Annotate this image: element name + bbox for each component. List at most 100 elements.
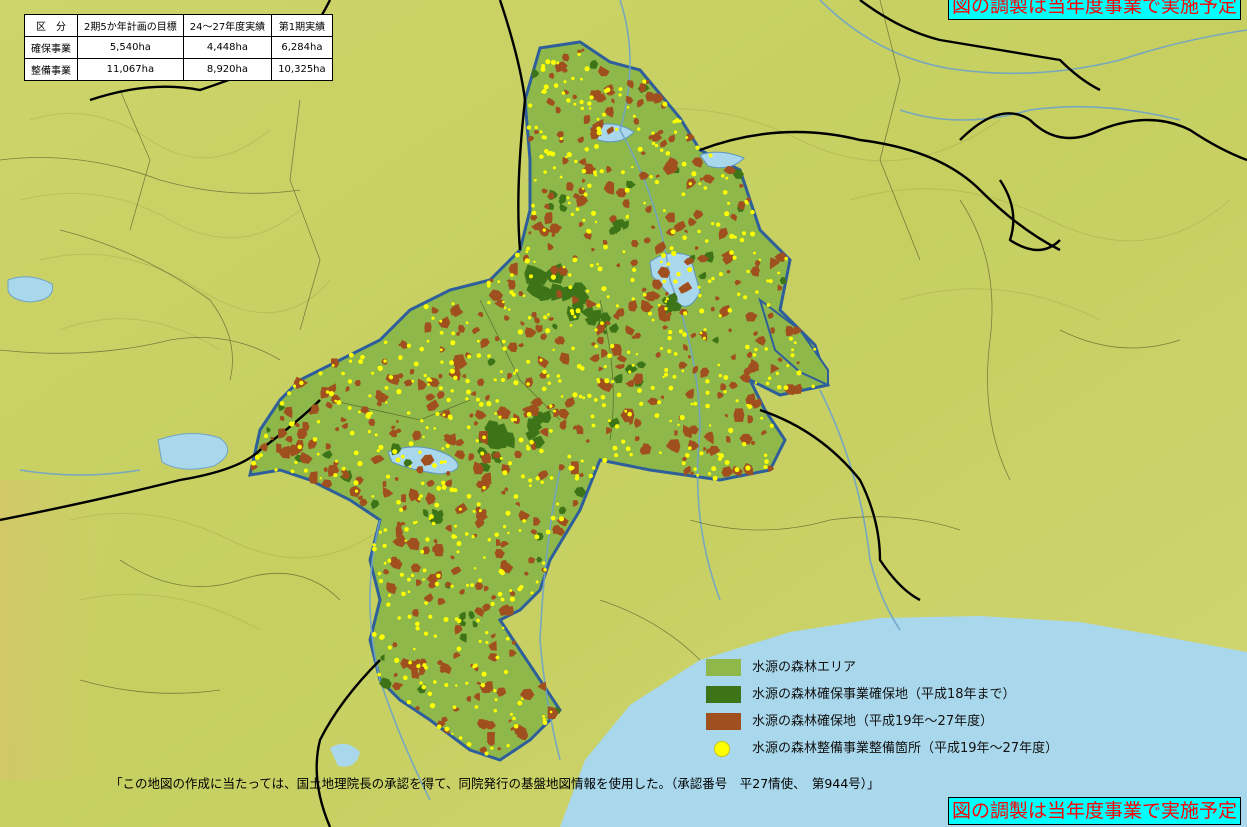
maintenance-site-dot bbox=[450, 340, 456, 346]
maintenance-site-dot bbox=[498, 415, 502, 419]
maintenance-site-dot bbox=[703, 336, 706, 340]
secured-patch-19-27 bbox=[721, 466, 734, 477]
maintenance-site-dot bbox=[712, 475, 718, 481]
maintenance-site-dot bbox=[348, 352, 354, 358]
maintenance-site-dot bbox=[480, 451, 485, 456]
maintenance-site-dot bbox=[703, 186, 708, 190]
maintenance-site-dot bbox=[582, 218, 586, 222]
maintenance-site-dot bbox=[685, 136, 689, 139]
secured-patch-19-27 bbox=[728, 381, 738, 389]
maintenance-site-dot bbox=[347, 406, 352, 410]
secured-patch-19-27 bbox=[657, 266, 671, 278]
maintenance-site-dot bbox=[398, 355, 403, 360]
maintenance-site-dot bbox=[754, 381, 758, 384]
maintenance-site-dot bbox=[480, 683, 486, 688]
secured-patch-pre19 bbox=[615, 219, 625, 227]
maintenance-site-dot bbox=[693, 467, 697, 471]
maintenance-site-dot bbox=[379, 635, 384, 640]
secured-patch-19-27 bbox=[700, 177, 703, 182]
secured-patch-19-27 bbox=[420, 454, 435, 466]
secured-patch-19-27 bbox=[441, 716, 448, 723]
maintenance-site-dot bbox=[495, 399, 500, 403]
maintenance-site-dot bbox=[476, 353, 482, 358]
secured-patch-19-27 bbox=[633, 117, 639, 125]
secured-patch-19-27 bbox=[399, 521, 406, 526]
maintenance-site-dot bbox=[377, 672, 381, 677]
maintenance-site-dot bbox=[475, 439, 480, 443]
maintenance-site-dot bbox=[681, 369, 685, 373]
maintenance-site-dot bbox=[341, 466, 346, 471]
secured-patch-19-27 bbox=[379, 395, 384, 399]
secured-patch-19-27 bbox=[733, 408, 745, 422]
maintenance-site-dot bbox=[607, 353, 612, 359]
maintenance-site-dot bbox=[493, 709, 497, 713]
maintenance-site-dot bbox=[642, 293, 647, 297]
maintenance-site-dot bbox=[513, 494, 519, 499]
maintenance-site-dot bbox=[570, 311, 575, 316]
secured-patch-19-27 bbox=[458, 324, 466, 333]
secured-patch-pre19 bbox=[636, 361, 647, 369]
secured-patch-19-27 bbox=[414, 658, 421, 664]
maintenance-site-dot bbox=[441, 480, 446, 485]
maintenance-site-dot bbox=[750, 231, 756, 237]
legend-label: 水源の森林整備事業整備箇所（平成19年～27年度） bbox=[752, 741, 1059, 756]
maintenance-site-dot bbox=[458, 736, 463, 740]
table-row: 整備事業 11,067ha 8,920ha 10,325ha bbox=[24, 58, 333, 81]
maintenance-site-dot bbox=[659, 451, 662, 455]
maintenance-site-dot bbox=[431, 316, 435, 320]
secured-patch-pre19 bbox=[266, 426, 271, 433]
maintenance-site-dot bbox=[743, 295, 748, 300]
secured-patch-19-27 bbox=[400, 658, 413, 669]
maintenance-site-dot bbox=[603, 365, 607, 369]
maintenance-site-dot bbox=[622, 250, 626, 254]
maintenance-site-dot bbox=[729, 233, 735, 239]
header-cell-category: 区 分 bbox=[24, 14, 78, 37]
maintenance-site-dot bbox=[581, 168, 587, 174]
maintenance-site-dot bbox=[333, 473, 338, 478]
maintenance-site-dot bbox=[594, 144, 599, 149]
maintenance-site-dot bbox=[601, 286, 607, 292]
maintenance-site-dot bbox=[695, 145, 700, 150]
maintenance-site-dot bbox=[668, 330, 673, 335]
maintenance-site-dot bbox=[568, 465, 574, 471]
secured-patch-19-27 bbox=[647, 397, 660, 406]
maintenance-site-dot bbox=[289, 421, 295, 427]
maintenance-site-dot bbox=[399, 507, 404, 512]
maintenance-site-dot bbox=[813, 347, 817, 351]
maintenance-site-dot bbox=[690, 402, 694, 406]
maintenance-site-dot bbox=[541, 135, 546, 140]
maintenance-site-dot bbox=[556, 374, 561, 378]
maintenance-site-dot bbox=[441, 485, 447, 490]
secured-patch-19-27 bbox=[696, 255, 709, 263]
secured-patch-19-27 bbox=[555, 527, 565, 536]
secured-patch-19-27 bbox=[537, 470, 549, 481]
maintenance-site-dot bbox=[568, 285, 573, 290]
secured-patch-pre19 bbox=[423, 508, 429, 518]
maintenance-site-dot bbox=[594, 344, 599, 349]
maintenance-site-dot bbox=[542, 369, 547, 374]
maintenance-site-dot bbox=[539, 130, 543, 134]
maintenance-site-dot bbox=[615, 304, 620, 308]
maintenance-site-dot bbox=[451, 302, 455, 306]
secured-patch-19-27 bbox=[638, 171, 650, 180]
secured-patch-19-27 bbox=[595, 89, 602, 96]
maintenance-site-dot bbox=[723, 375, 729, 380]
maintenance-site-dot bbox=[358, 410, 361, 414]
maintenance-site-dot bbox=[737, 292, 741, 296]
secured-patch-pre19 bbox=[524, 264, 541, 285]
secured-patch-19-27 bbox=[393, 672, 398, 678]
secured-patch-19-27 bbox=[416, 579, 422, 587]
maintenance-site-dot bbox=[650, 385, 655, 390]
maintenance-site-dot bbox=[717, 453, 720, 456]
maintenance-site-dot bbox=[664, 307, 668, 311]
secured-patch-19-27 bbox=[327, 464, 340, 477]
maintenance-site-dot bbox=[542, 228, 546, 232]
maintenance-site-dot bbox=[744, 199, 748, 204]
maintenance-site-dot bbox=[341, 371, 345, 376]
secured-patch-19-27 bbox=[549, 223, 563, 234]
secured-patch-pre19 bbox=[560, 285, 575, 302]
maintenance-site-dot bbox=[497, 280, 501, 283]
maintenance-site-dot bbox=[745, 465, 751, 471]
maintenance-site-dot bbox=[353, 450, 359, 456]
maintenance-site-dot bbox=[764, 347, 768, 351]
